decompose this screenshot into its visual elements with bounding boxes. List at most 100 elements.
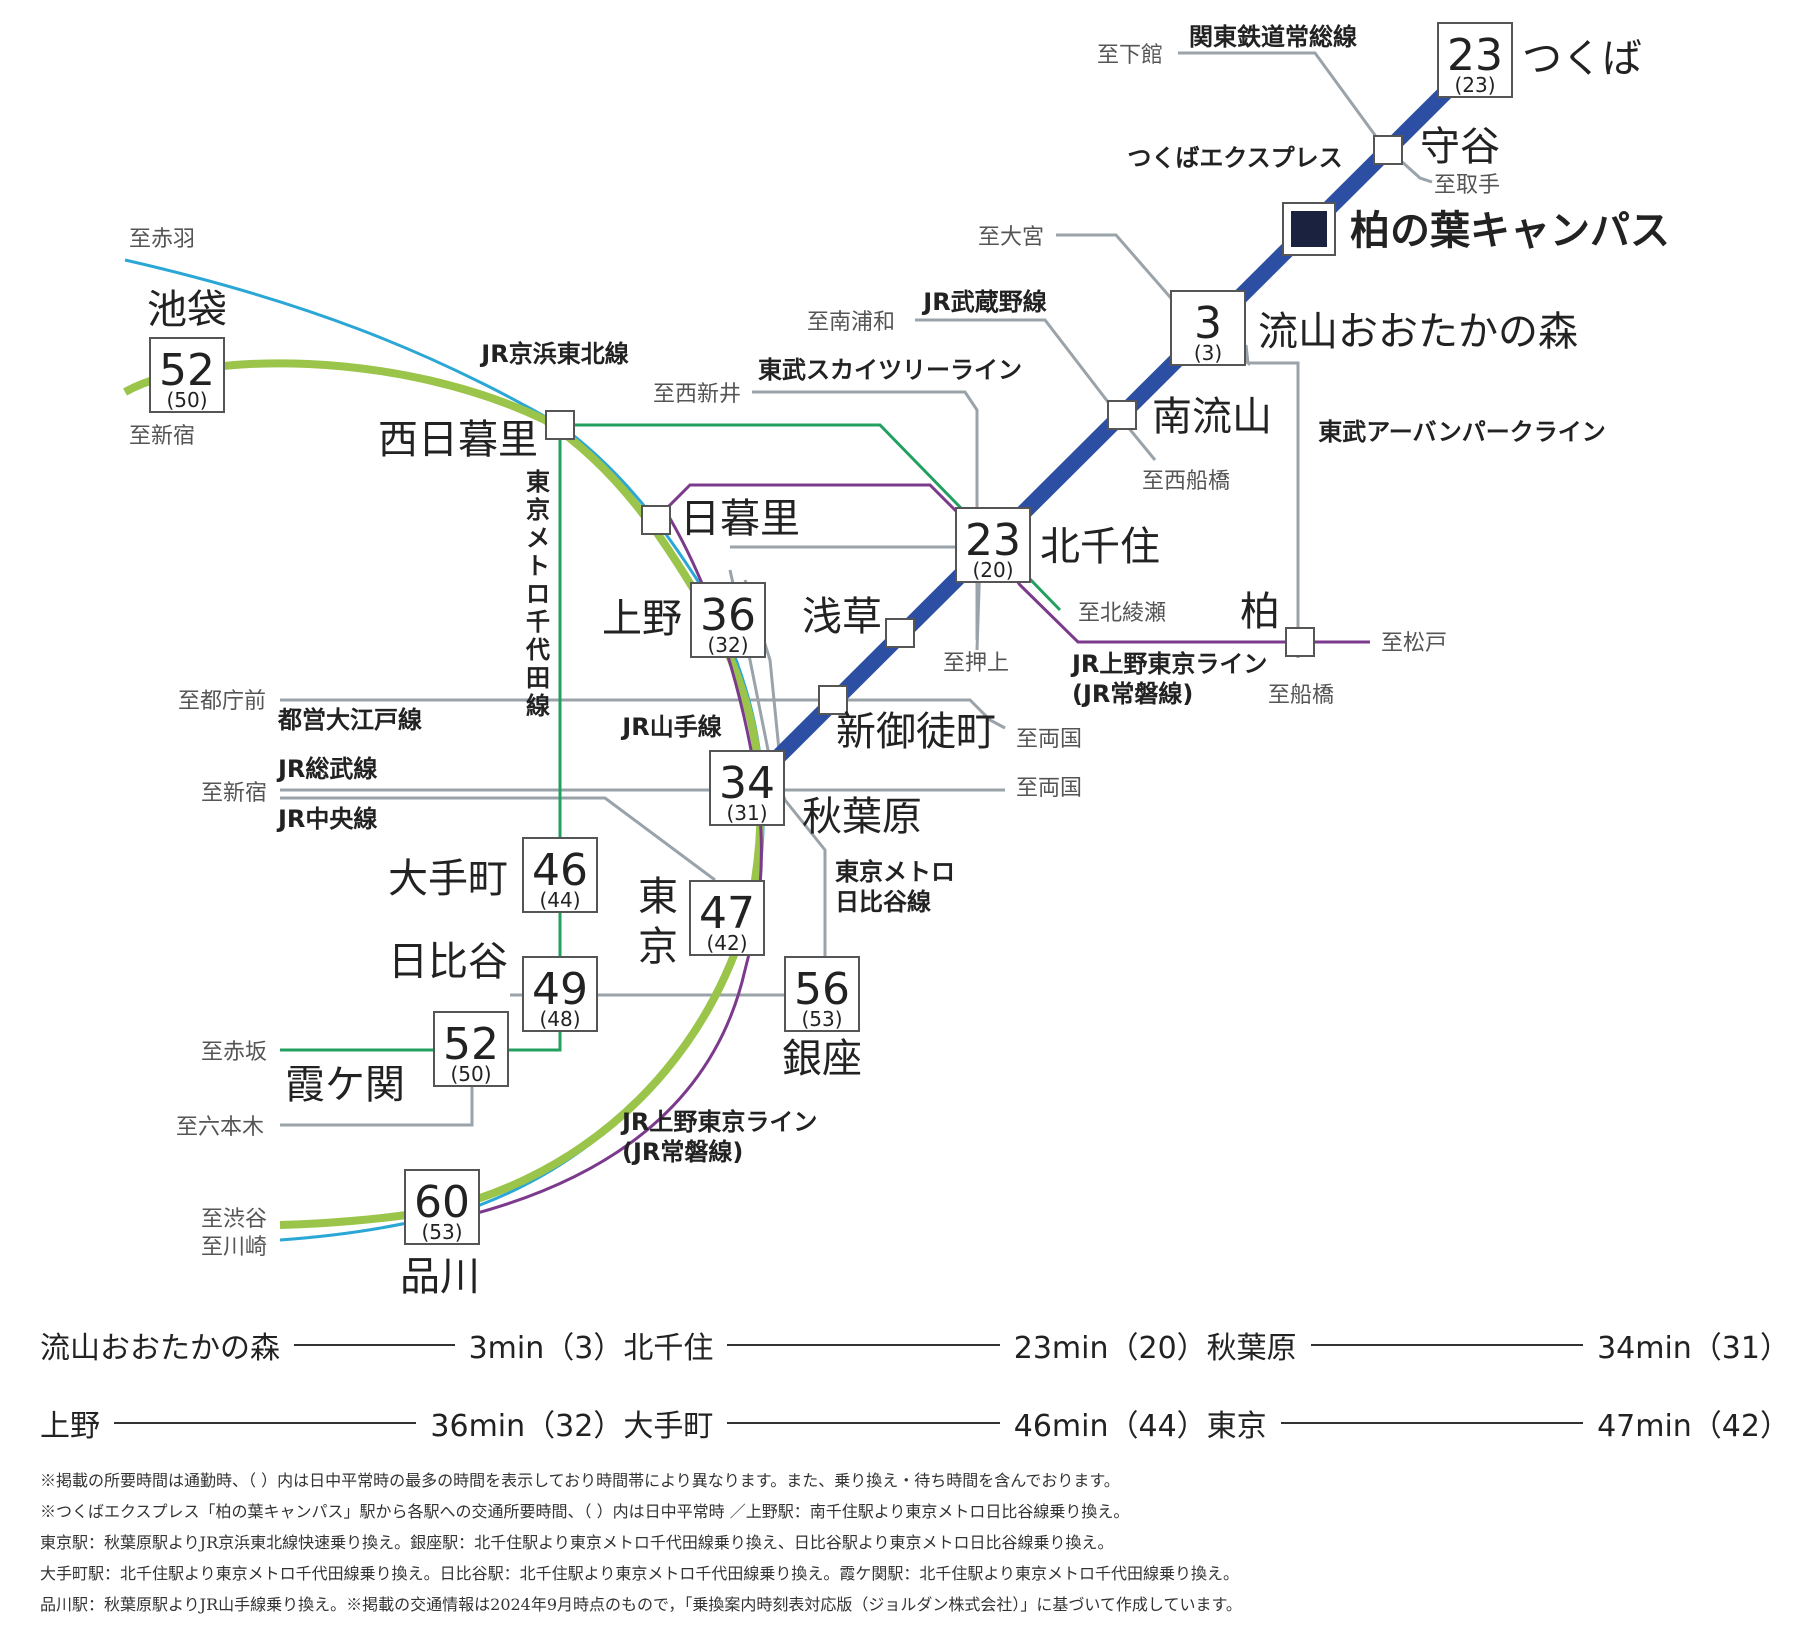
terminal-label-funabashi: 至船橋 xyxy=(1268,683,1334,708)
kanto-joso-line xyxy=(1178,51,1382,143)
station-box-kasumigaseki[interactable]: 52(50) xyxy=(433,1011,509,1087)
route-map: 至下館至取手至大宮至南浦和至西新井至赤羽至新宿至西船橋至北綾瀬至押上至松戸至船橋… xyxy=(123,22,1670,1300)
line-label-chiyoda-char: 京 xyxy=(526,496,550,524)
connector-lines xyxy=(280,51,1433,1127)
station-box-hibiya[interactable]: 49(48) xyxy=(522,956,598,1032)
station-minutes-otemachi: 46 xyxy=(532,845,588,896)
station-offpeak-nagareyama: (3) xyxy=(1194,341,1222,365)
terminal-label-roppongi: 至六本木 xyxy=(176,1115,264,1140)
terminal-label-akasaka: 至赤坂 xyxy=(201,1040,267,1065)
station-box-kitasenju[interactable]: 23(20) xyxy=(955,507,1031,583)
station-name-asakusa: 浅草 xyxy=(802,594,882,640)
station-name-shinagawa: 品川 xyxy=(400,1254,480,1300)
station-name-shinokachimachi: 新御徒町 xyxy=(836,709,996,755)
station-name-ueno: 上野 xyxy=(602,596,682,642)
footnotes: ※掲載の所要時間は通勤時、（ ）内は日中平常時の最多の時間を表示しており時間帯に… xyxy=(40,1465,1780,1620)
station-box-ginza[interactable]: 56(53) xyxy=(784,956,860,1032)
station-minutes-shinagawa: 60 xyxy=(414,1177,470,1228)
station-box-ueno[interactable]: 36(32) xyxy=(690,582,766,658)
line-label-ueno-tokyo-a1: JR上野東京ライン xyxy=(1070,650,1267,678)
station-box-tsukuba[interactable]: 23(23) xyxy=(1437,22,1513,98)
station-box-ikebukuro[interactable]: 52(50) xyxy=(149,337,225,413)
station-box-frame xyxy=(433,1011,509,1087)
summary-item: 秋葉原 34min（31） xyxy=(1206,1325,1790,1366)
station-box-frame xyxy=(522,956,598,1032)
line-label-chiyoda-char: 線 xyxy=(526,692,550,720)
chiyoda-line xyxy=(280,425,562,1052)
station-name-tokyo-char: 東 xyxy=(638,874,678,920)
terminal-label-ryogoku1: 至両国 xyxy=(1016,727,1082,752)
line-label-sobu: JR総武線 xyxy=(276,755,377,783)
station-name-ginza: 銀座 xyxy=(782,1036,862,1082)
station-box-nagareyama[interactable]: 3(3) xyxy=(1170,290,1246,366)
station-offpeak-akihabara: (31) xyxy=(726,801,767,825)
omiya-line xyxy=(1056,233,1192,321)
station-offpeak-ikebukuro: (50) xyxy=(166,388,207,412)
note: 大手町駅：北千住駅より東京メトロ千代田線乗り換え。日比谷駅：北千住駅より東京メト… xyxy=(40,1564,1240,1583)
station-offpeak-ginza: (53) xyxy=(801,1007,842,1031)
station-box-frame xyxy=(404,1169,480,1245)
station-name-nippori: 日暮里 xyxy=(680,496,800,542)
summary-time: 46min（44） xyxy=(1013,1409,1207,1444)
line-label-chiyoda-char: 東 xyxy=(526,468,550,496)
summary-station: 東京 xyxy=(1206,1409,1267,1444)
station-marker-shinokachimachi[interactable] xyxy=(818,685,848,715)
terminal-label-ryogoku2: 至両国 xyxy=(1016,776,1082,801)
station-box-frame xyxy=(1437,22,1513,98)
station-marker-minaminagareyama[interactable] xyxy=(1107,400,1137,430)
station-marker-nippori[interactable] xyxy=(641,505,671,535)
line-label-chiyoda-char: 田 xyxy=(526,664,550,692)
station-box-shinagawa[interactable]: 60(53) xyxy=(404,1169,480,1245)
station-name-hibiya: 日比谷 xyxy=(388,939,508,985)
station-name-origin: 柏の葉キャンパス xyxy=(1350,208,1670,254)
summary-time: 34min（31） xyxy=(1597,1331,1790,1366)
station-box-frame xyxy=(689,880,765,956)
line-label-chuo: JR中央線 xyxy=(276,805,377,833)
station-box-frame xyxy=(955,507,1031,583)
line-label-hibiya-1: 東京メトロ xyxy=(835,858,955,886)
line-label-chiyoda-char: 代 xyxy=(525,636,550,664)
station-name-minaminagareyama: 南流山 xyxy=(1152,394,1272,440)
urban-park-line xyxy=(1248,361,1300,638)
station-marker-nishinippori[interactable] xyxy=(545,410,575,440)
leader-line xyxy=(1310,1344,1584,1346)
chuo-line xyxy=(280,796,716,882)
line-label-skytree: 東武スカイツリーライン xyxy=(758,356,1022,384)
terminal-label-akabane: 至赤羽 xyxy=(129,227,195,252)
station-box-tokyo[interactable]: 47(42) xyxy=(689,880,765,956)
station-name-nishinippori: 西日暮里 xyxy=(378,417,538,463)
station-marker-moriya[interactable] xyxy=(1373,135,1403,165)
station-name-moriya: 守谷 xyxy=(1420,124,1500,170)
note: ※掲載の所要時間は通勤時、（ ）内は日中平常時の最多の時間を表示しており時間帯に… xyxy=(40,1471,1120,1490)
terminal-label-oshiage: 至押上 xyxy=(943,651,1009,676)
summary-time: 47min（42） xyxy=(1597,1409,1790,1444)
leader-line xyxy=(294,1344,455,1346)
station-marker-asakusa[interactable] xyxy=(885,618,915,648)
station-minutes-ikebukuro: 52 xyxy=(159,345,215,396)
summary-time: 36min（32） xyxy=(430,1409,624,1444)
station-name-otemachi: 大手町 xyxy=(388,856,508,902)
station-name-tokyo-char: 京 xyxy=(638,924,678,970)
line-label-tsukuba-express: つくばエクスプレス xyxy=(1127,144,1342,172)
summary-station: 秋葉原 xyxy=(1206,1331,1297,1366)
station-offpeak-otemachi: (44) xyxy=(539,888,580,912)
station-name-nagareyama: 流山おおたかの森 xyxy=(1258,309,1578,355)
station-minutes-hibiya: 49 xyxy=(532,964,588,1015)
station-minutes-kitasenju: 23 xyxy=(965,515,1021,566)
note: ※つくばエクスプレス「柏の葉キャンパス」駅から各駅への交通所要時間、（ ）内は日… xyxy=(40,1502,1130,1521)
line-label-ueno-tokyo-b2: (JR常磐線) xyxy=(622,1138,743,1166)
station-name-kitasenju: 北千住 xyxy=(1040,524,1160,570)
line-label-ueno-tokyo-b1: JR上野東京ライン xyxy=(620,1108,817,1136)
summary-item: 東京 47min（42） xyxy=(1206,1403,1790,1444)
station-box-akihabara[interactable]: 34(31) xyxy=(709,750,785,826)
station-box-frame xyxy=(149,337,225,413)
summary-time: 23min（20） xyxy=(1013,1331,1207,1366)
station-minutes-ginza: 56 xyxy=(794,964,850,1015)
station-box-otemachi[interactable]: 46(44) xyxy=(522,837,598,913)
station-marker-kashiwa[interactable] xyxy=(1285,627,1315,657)
summary-station: 上野 xyxy=(40,1409,100,1444)
station-minutes-kasumigaseki: 52 xyxy=(443,1019,499,1070)
